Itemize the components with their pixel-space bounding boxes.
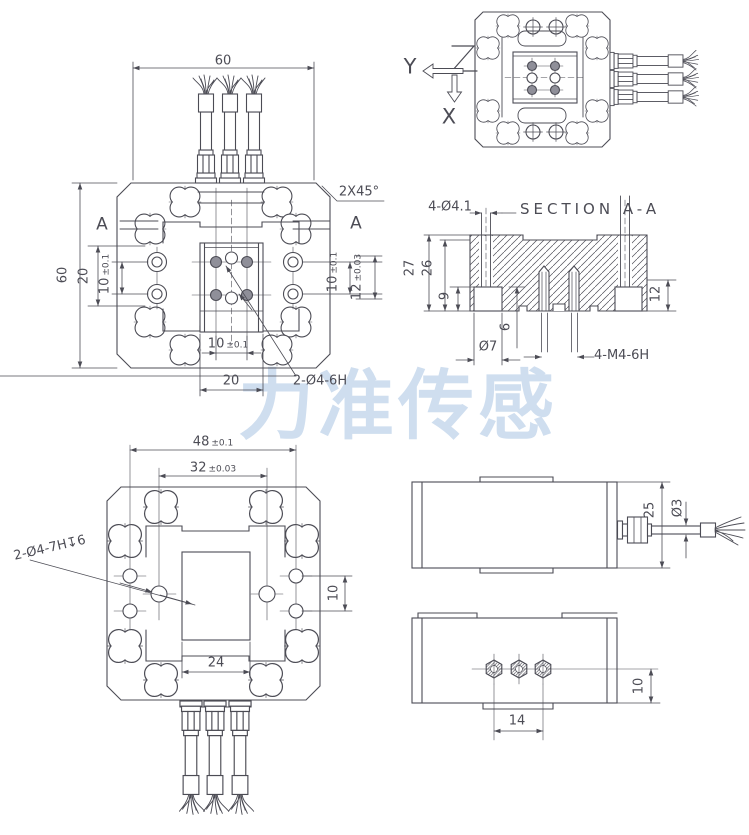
dim-9: 9 [437, 291, 453, 301]
dim-32: 32±0.03 [190, 462, 236, 475]
axis-arrow-x [446, 74, 463, 103]
cable-bottom-2 [202, 700, 230, 815]
dim-right-inner: 10±0.1 [325, 251, 341, 293]
hex-gland-1 [485, 653, 503, 685]
section-title: SECTION A-A [520, 200, 661, 218]
dim-left-height: 60 [55, 266, 71, 284]
dim-10-side-view: 10 [631, 677, 647, 695]
chamfer-note: 2X45° [338, 184, 380, 200]
axes-view-drawing [422, 11, 700, 148]
dim-value: 48 [192, 434, 210, 450]
cable-1 [192, 74, 218, 184]
dim-tolerance: ±0.1 [226, 340, 249, 351]
dim-left-inner: 10±0.1 [97, 253, 113, 295]
dim-25: 25 [642, 501, 658, 519]
hex-gland-2 [510, 653, 528, 685]
dim-48: 48±0.1 [193, 436, 233, 449]
central-plate-2 [504, 51, 586, 104]
section-view-drawing [423, 195, 677, 366]
section-dimensions [423, 210, 677, 366]
section-cut-lines [119, 220, 331, 230]
side-view-front-drawing [411, 612, 661, 741]
bottom-view-dimensions [29, 447, 353, 679]
dim-value: 10 [97, 277, 113, 295]
thread-hole-1 [538, 265, 550, 312]
hex-gland-3 [534, 653, 552, 685]
counterbore-right [614, 286, 643, 312]
dim-24: 24 [207, 655, 225, 671]
axis-indicator [422, 45, 478, 103]
dim-tolerance: ±0.1 [329, 251, 340, 274]
dim-tolerance: ±0.03 [353, 253, 364, 282]
dim-26: 26 [420, 259, 436, 277]
dim-12: 12 [648, 285, 664, 303]
bottom-view-drawing [29, 444, 353, 815]
side-view-front-dimensions [493, 668, 661, 741]
central-plate [191, 187, 272, 346]
cable-side [616, 516, 746, 546]
cable-bottom-1 [178, 700, 206, 815]
top-view-drawing [0, 61, 385, 397]
axis-arrow-y [422, 63, 464, 79]
cable-3 [240, 74, 266, 184]
dim-value: 10 [325, 275, 341, 293]
thread-note: 4-M4-6H [594, 348, 650, 363]
central-boss [181, 551, 251, 641]
side-view-cable-dimensions [616, 481, 689, 569]
side-view-cable-drawing [411, 476, 746, 574]
dim-10-bottom-view: 10 [326, 584, 342, 602]
dim-bottom-inner: 10±0.1 [208, 338, 248, 351]
top-view-dimensions [0, 61, 385, 397]
cable-bottom-3 [227, 700, 255, 815]
cable-right-1 [609, 49, 700, 71]
dim-right-outer: 12±0.03 [349, 253, 365, 301]
section-marker-right: A [350, 213, 362, 234]
section-hole-note: 4-Ø4.1 [428, 199, 472, 215]
mounting-holes [113, 444, 313, 631]
cable-right-2 [609, 67, 700, 89]
dim-value: 12 [349, 283, 365, 301]
dim-27: 27 [402, 259, 418, 277]
section-marker-left: A [96, 214, 108, 235]
cable-right-3 [609, 85, 700, 107]
dim-d3: Ø3 [670, 498, 686, 518]
dim-top-width: 60 [214, 53, 232, 69]
dim-tolerance: ±0.03 [208, 464, 237, 475]
dim-6: 6 [498, 322, 514, 332]
dim-bottom-outer: 20 [222, 373, 240, 389]
dim-value: 10 [207, 336, 225, 352]
dim-tolerance: ±0.1 [101, 253, 112, 276]
thread-hole-2 [568, 265, 580, 312]
dim-left-outer: 20 [76, 267, 92, 285]
dim-14: 14 [508, 713, 526, 729]
axis-y-label: Y [403, 54, 417, 79]
watermark-text: 力准传感 [238, 361, 558, 450]
dim-d7: Ø7 [478, 339, 498, 355]
hole-note-top-view: 2-Ø4-6H [292, 373, 348, 389]
dim-tolerance: ±0.1 [211, 438, 234, 449]
cable-2 [216, 74, 242, 184]
axis-x-label: X [441, 104, 457, 129]
counterbore-left [473, 286, 503, 312]
dim-value: 32 [189, 460, 207, 476]
